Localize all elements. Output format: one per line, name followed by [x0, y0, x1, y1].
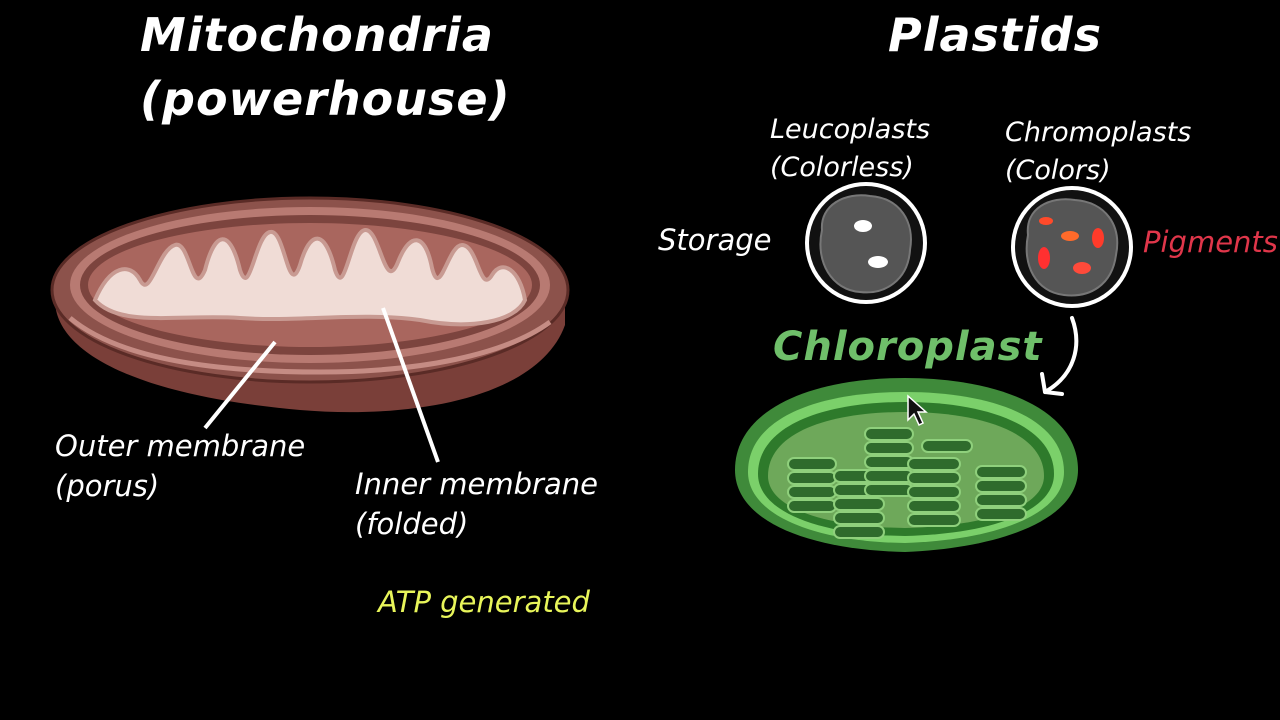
- leucoplasts-label: Leucoplasts: [770, 114, 931, 145]
- chloroplast-label: Chloroplast: [773, 324, 1043, 370]
- leucoplast-illustration: [805, 182, 927, 304]
- chromoplasts-label: Chromoplasts: [1005, 117, 1192, 148]
- leucoplasts-note: (Colorless): [770, 152, 914, 183]
- chromoplast-illustration: [1011, 186, 1133, 308]
- inner-membrane-pointer: [381, 307, 440, 463]
- curved-arrow-icon: [1040, 316, 1079, 396]
- inner-membrane-label: Inner membrane: [355, 467, 598, 501]
- outer-membrane-label: Outer membrane: [55, 429, 306, 463]
- outer-membrane-pointer: [203, 340, 277, 430]
- mitochondria-title: Mitochondria: [140, 8, 494, 62]
- mitochondria-subtitle: (powerhouse): [140, 72, 511, 126]
- plastids-title: Plastids: [888, 8, 1102, 62]
- chloroplast-illustration: [735, 378, 1078, 552]
- atp-generated-label: ATP generated: [378, 585, 590, 619]
- storage-label: Storage: [658, 223, 772, 257]
- outer-membrane-note: (porus): [55, 469, 160, 503]
- pigments-label: Pigments: [1143, 225, 1278, 259]
- mitochondrion-illustration: [50, 196, 570, 463]
- chromoplasts-note: (Colors): [1005, 155, 1111, 186]
- mouse-cursor-icon: [907, 394, 928, 427]
- inner-membrane-note: (folded): [355, 507, 469, 541]
